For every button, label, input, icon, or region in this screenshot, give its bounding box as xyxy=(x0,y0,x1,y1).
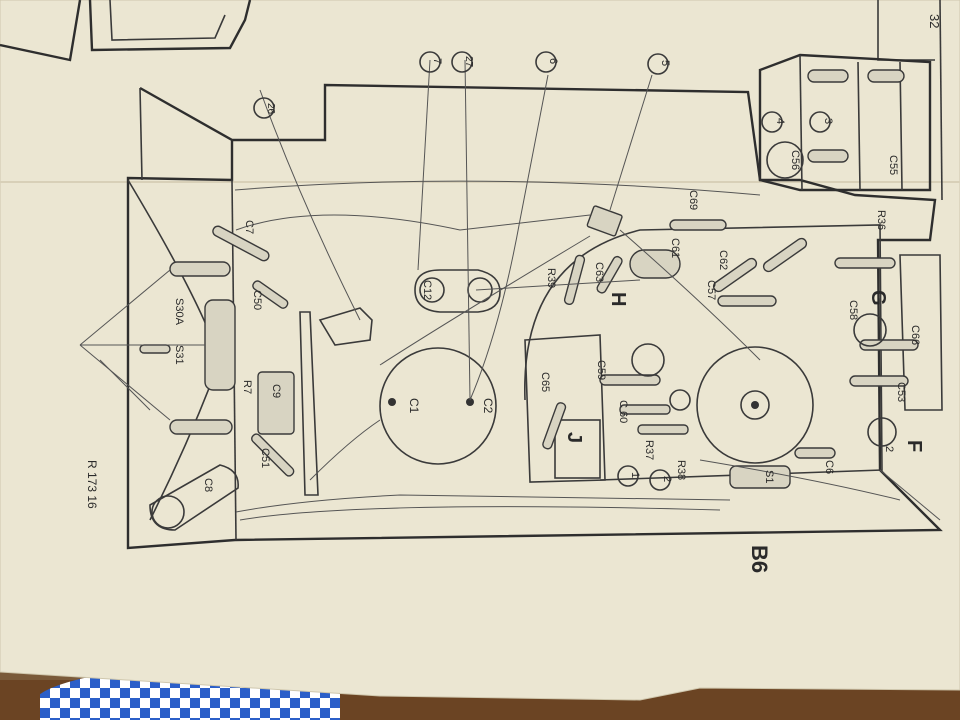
svg-text:C50: C50 xyxy=(251,290,263,310)
svg-text:C59: C59 xyxy=(595,360,607,380)
svg-text:R39: R39 xyxy=(545,268,557,288)
callout-markers xyxy=(253,51,831,491)
svg-text:S1: S1 xyxy=(763,470,775,483)
svg-text:C69: C69 xyxy=(687,190,699,210)
svg-text:C66: C66 xyxy=(909,325,921,345)
svg-text:6: 6 xyxy=(547,58,559,64)
svg-text:C56: C56 xyxy=(789,150,801,170)
svg-text:S30A: S30A xyxy=(173,298,185,326)
drawing-ref: R 173 16 xyxy=(85,460,99,509)
svg-text:R38: R38 xyxy=(675,460,687,480)
svg-text:C63: C63 xyxy=(593,262,605,282)
section-g: G xyxy=(867,290,889,306)
svg-text:S31: S31 xyxy=(173,345,185,365)
section-f: F xyxy=(903,440,925,452)
bracket-drawing xyxy=(0,0,252,62)
svg-text:C9: C9 xyxy=(270,384,282,398)
svg-text:4: 4 xyxy=(774,118,786,124)
board-label: B6 xyxy=(747,545,772,573)
svg-text:27: 27 xyxy=(463,56,474,68)
capacitor-block xyxy=(758,53,932,192)
cap-c1-c2-can xyxy=(379,347,497,465)
svg-text:C61: C61 xyxy=(669,238,681,258)
svg-text:1: 1 xyxy=(629,472,641,478)
svg-text:2: 2 xyxy=(661,476,673,482)
svg-text:2: 2 xyxy=(883,446,895,452)
svg-text:C8: C8 xyxy=(202,478,214,492)
svg-text:C 60: C 60 xyxy=(617,400,629,423)
svg-text:C53: C53 xyxy=(895,382,907,402)
svg-text:26: 26 xyxy=(265,103,276,115)
diagram-labels: 32 R 173 16 B6 F G H J 2 3 4 5 6 7 1 2 2… xyxy=(85,14,942,573)
section-j: J xyxy=(563,432,585,443)
svg-text:C12: C12 xyxy=(421,280,433,300)
svg-text:C6: C6 xyxy=(823,460,835,474)
tube-socket xyxy=(696,346,814,464)
wiring xyxy=(79,59,941,521)
svg-text:C58: C58 xyxy=(847,300,859,320)
page-number: 32 xyxy=(927,14,942,28)
svg-text:C65: C65 xyxy=(539,372,551,392)
section-h: H xyxy=(607,292,629,306)
svg-text:C57: C57 xyxy=(705,280,717,300)
svg-text:C7: C7 xyxy=(243,220,255,234)
svg-text:5: 5 xyxy=(659,60,671,66)
svg-text:C1: C1 xyxy=(407,398,421,414)
svg-text:7: 7 xyxy=(431,58,443,64)
svg-text:C55: C55 xyxy=(887,155,899,175)
svg-text:R36: R36 xyxy=(875,210,887,230)
svg-text:C62: C62 xyxy=(717,250,729,270)
components xyxy=(139,205,919,489)
svg-text:C51: C51 xyxy=(259,448,271,468)
svg-text:C2: C2 xyxy=(481,398,495,414)
svg-text:R37: R37 xyxy=(643,440,655,460)
svg-text:3: 3 xyxy=(822,118,834,124)
svg-text:R7: R7 xyxy=(241,380,253,394)
